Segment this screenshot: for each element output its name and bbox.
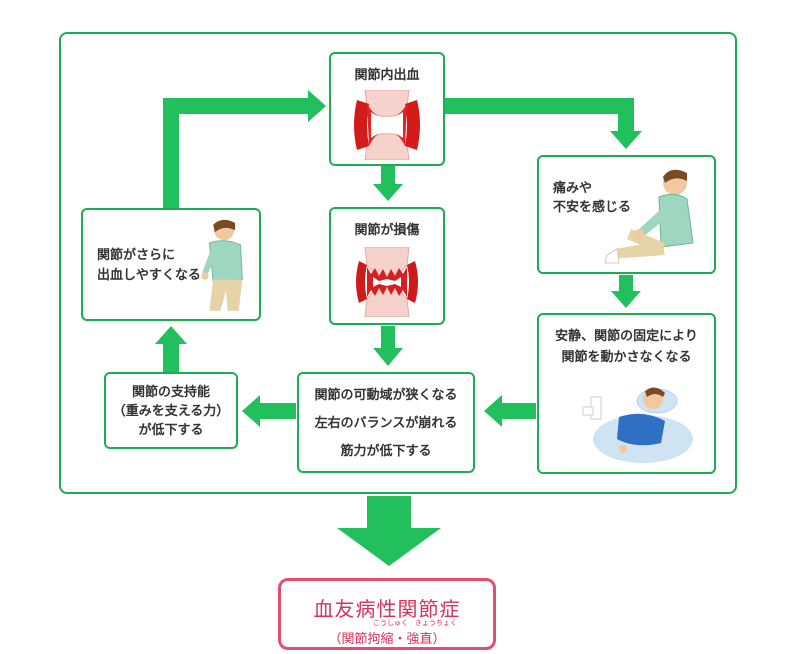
result-box: 血友病性関節症 こうしゅく きょうちょく （関節拘縮・強直） (278, 578, 496, 650)
arrow-big-head (337, 528, 441, 566)
lying-person-illustration (582, 387, 693, 463)
arrow-rom-support (258, 403, 296, 419)
arrow-big-stem (367, 496, 411, 530)
arrow-support-prone-head (155, 326, 187, 344)
arrow-rom-support-head (242, 395, 260, 427)
arrow-bleed-down (618, 98, 634, 133)
rom-box: 関節の可動域が狭くなる 左右のバランスが崩れる 筋力が低下する (297, 372, 475, 473)
prone-label-line2: 出血しやすくなる (97, 268, 201, 283)
arrow-bleed-damage-head (373, 184, 403, 201)
rest-label-line1: 安静、関節の固定により (555, 329, 698, 344)
bleeding-joint-illustration (354, 90, 420, 160)
arrow-bleed-right (444, 98, 634, 114)
bleeding-label: 関節内出血 (354, 68, 420, 83)
support-box: 関節の支持能 （重みを支える力） が低下する (104, 372, 238, 449)
arrow-rest-rom-head (484, 395, 502, 427)
bleeding-box: 関節内出血 (329, 52, 445, 166)
anxiety-box: 痛みや 不安を感じる (537, 155, 716, 274)
arrow-damage-rom-head (373, 348, 403, 366)
arrow-damage-rom (381, 326, 395, 350)
sitting-person-illustration (604, 169, 694, 264)
rest-label-line2: 関節を動かさなくなる (561, 350, 692, 365)
cycle-frame (59, 32, 737, 494)
bending-person-illustration (201, 219, 243, 311)
arrow-rest-rom (500, 403, 536, 419)
damage-label: 関節が損傷 (354, 223, 420, 238)
arrow-anxiety-rest-head (611, 291, 641, 308)
rom-label-line3: 筋力が低下する (340, 444, 432, 459)
arrow-loop-vertical (163, 98, 179, 210)
arrow-anxiety-rest (619, 275, 633, 293)
arrow-bleed-down-head (610, 131, 642, 149)
arrow-loop-horizontal (163, 98, 308, 114)
arrow-support-prone (163, 342, 179, 372)
support-label-line1: 関節の支持能 (131, 385, 210, 400)
result-subtitle: （関節拘縮・強直） (328, 632, 446, 647)
damaged-joint-illustration (356, 247, 418, 317)
rest-box: 安静、関節の固定により 関節を動かさなくなる (537, 313, 716, 474)
result-title: 血友病性関節症 (313, 597, 461, 621)
arrow-bleed-damage (381, 166, 395, 186)
anxiety-label-line1: 痛みや (553, 181, 593, 196)
support-label-line3: が低下する (138, 423, 204, 438)
anxiety-label-line2: 不安を感じる (553, 200, 632, 215)
arrow-loop-head (308, 90, 326, 122)
prone-box: 関節がさらに 出血しやすくなる (81, 208, 261, 321)
rom-label-line2: 左右のバランスが崩れる (314, 416, 458, 431)
support-label-line2: （重みを支える力） (112, 404, 230, 419)
damage-box: 関節が損傷 (329, 207, 445, 325)
result-ruby: こうしゅく きょうちょく (373, 619, 457, 627)
prone-label-line1: 関節がさらに (97, 248, 176, 263)
rom-label-line1: 関節の可動域が狭くなる (314, 388, 458, 403)
